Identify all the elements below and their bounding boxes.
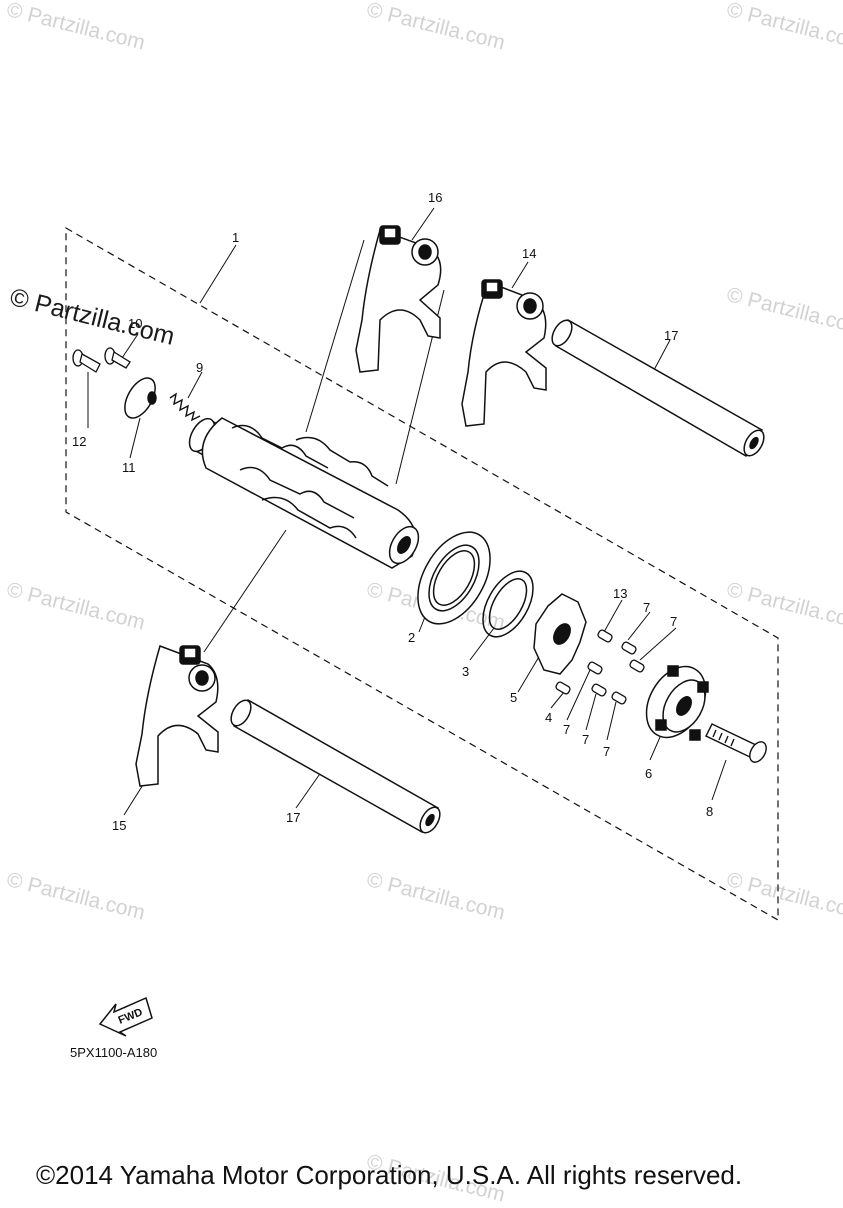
shift-fork-16: [355, 225, 442, 373]
copyright-notice: ©2014 Yamaha Motor Corporation, U.S.A. A…: [36, 1160, 743, 1190]
callout-16: 16: [428, 190, 442, 205]
callout-7-a: 7: [643, 600, 650, 615]
callout-7-c: 7: [563, 722, 570, 737]
spring-9: [169, 392, 201, 422]
fork-shaft-17-bottom: [230, 698, 441, 834]
screw-12: [72, 349, 101, 373]
callout-10: 10: [128, 316, 142, 331]
screw-10: [104, 347, 131, 369]
dowel-pins: [587, 629, 645, 705]
segment-6: [645, 665, 709, 741]
callout-7-b: 7: [670, 614, 677, 629]
callout-11: 11: [122, 460, 136, 475]
callouts: 1 16 14 17 10 9 12 11 2 3 5 4 13 7 7 7 7…: [72, 190, 713, 833]
plate-11: [124, 377, 157, 419]
callout-2: 2: [408, 630, 415, 645]
callout-6: 6: [645, 766, 652, 781]
shift-drum: [188, 417, 420, 569]
callout-9: 9: [196, 360, 203, 375]
fork-shaft-17-top: [551, 318, 765, 458]
callout-7-e: 7: [603, 744, 610, 759]
callout-15: 15: [112, 818, 126, 833]
callout-4: 4: [545, 710, 552, 725]
callout-12: 12: [72, 434, 86, 449]
callout-8: 8: [706, 804, 713, 819]
segment-plate-5: [533, 593, 587, 675]
shift-fork-15: [135, 645, 219, 787]
pin-4: [555, 681, 571, 695]
shift-fork-14: [461, 279, 547, 427]
screw-8: [705, 723, 767, 763]
circlip-3: [482, 570, 534, 638]
diagram-code: 5PX1100-A180: [70, 1045, 158, 1060]
callout-1: 1: [232, 230, 239, 245]
callout-5: 5: [510, 690, 517, 705]
callout-17-top: 17: [664, 328, 678, 343]
callout-13: 13: [613, 586, 627, 601]
bearing-2: [417, 531, 491, 625]
callout-14: 14: [522, 246, 536, 261]
fwd-arrow-icon: FWD: [98, 996, 153, 1037]
callout-17-bottom: 17: [286, 810, 300, 825]
assembly-boundary: [65, 226, 779, 922]
callout-7-d: 7: [582, 732, 589, 747]
callout-3: 3: [462, 664, 469, 679]
